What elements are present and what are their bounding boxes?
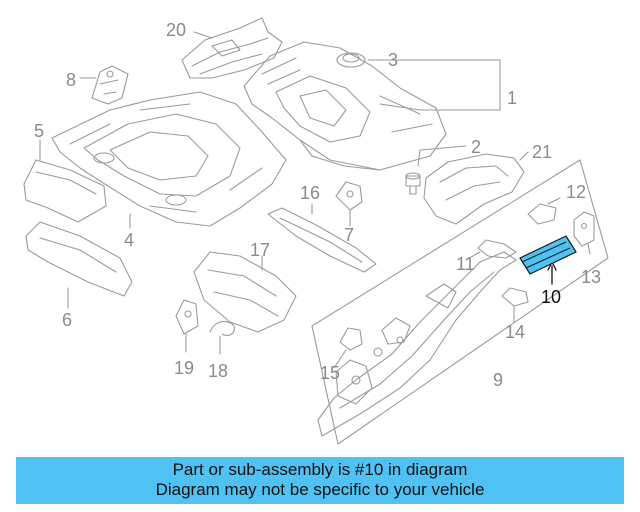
part-18-spring-clip (209, 320, 235, 337)
leader-lines (39, 31, 591, 369)
callout-17: 17 (250, 240, 271, 260)
part-floor-main-pan (51, 91, 287, 227)
part-20-floor-cover (181, 17, 283, 79)
callout-16: 16 (300, 183, 321, 203)
part-10-highlighted (519, 235, 577, 275)
callout-10: 10 (541, 287, 562, 307)
callout-12: 12 (566, 182, 587, 202)
part-16-crossmember (267, 207, 377, 273)
part-8-bracket (91, 65, 129, 105)
callout-4: 4 (124, 230, 135, 250)
part-9-assembly-box (311, 159, 609, 445)
callout-18: 18 (208, 361, 229, 381)
part-11-bracket (477, 239, 517, 259)
callout-13: 13 (581, 267, 602, 287)
banner-line-2: Diagram may not be specific to your vehi… (155, 480, 485, 499)
callout-3: 3 (388, 50, 399, 70)
callout-1: 1 (507, 88, 518, 108)
part-13-plate (573, 211, 595, 247)
callout-7: 7 (344, 225, 355, 245)
part-6-rocker (25, 221, 133, 297)
callout-20: 20 (166, 20, 187, 40)
part-14-bracket (501, 287, 529, 307)
callout-9: 9 (493, 370, 504, 390)
part-5-side-member (23, 159, 107, 223)
part-2-bolt (405, 172, 421, 195)
part-12-gusset (527, 203, 557, 225)
part-19-clip (175, 299, 199, 335)
parts-diagram (23, 17, 609, 445)
callout-21: 21 (532, 142, 553, 162)
part-15-clip (339, 327, 363, 351)
callout-15: 15 (320, 363, 341, 383)
callout-14: 14 (505, 322, 526, 342)
callout-2: 2 (471, 137, 482, 157)
callout-6: 6 (62, 310, 73, 330)
part-1-rear-floor-pan (243, 41, 447, 171)
callout-5: 5 (34, 121, 45, 141)
part-7-bracket (335, 181, 363, 211)
callout-19: 19 (174, 358, 195, 378)
info-banner: Part or sub-assembly is #10 in diagram D… (16, 457, 624, 504)
banner-line-1: Part or sub-assembly is #10 in diagram (172, 460, 468, 479)
callout-11: 11 (456, 254, 475, 274)
callout-8: 8 (66, 70, 77, 90)
part-21-wheel-house (423, 153, 525, 225)
part-17-rear-cover (193, 251, 297, 333)
